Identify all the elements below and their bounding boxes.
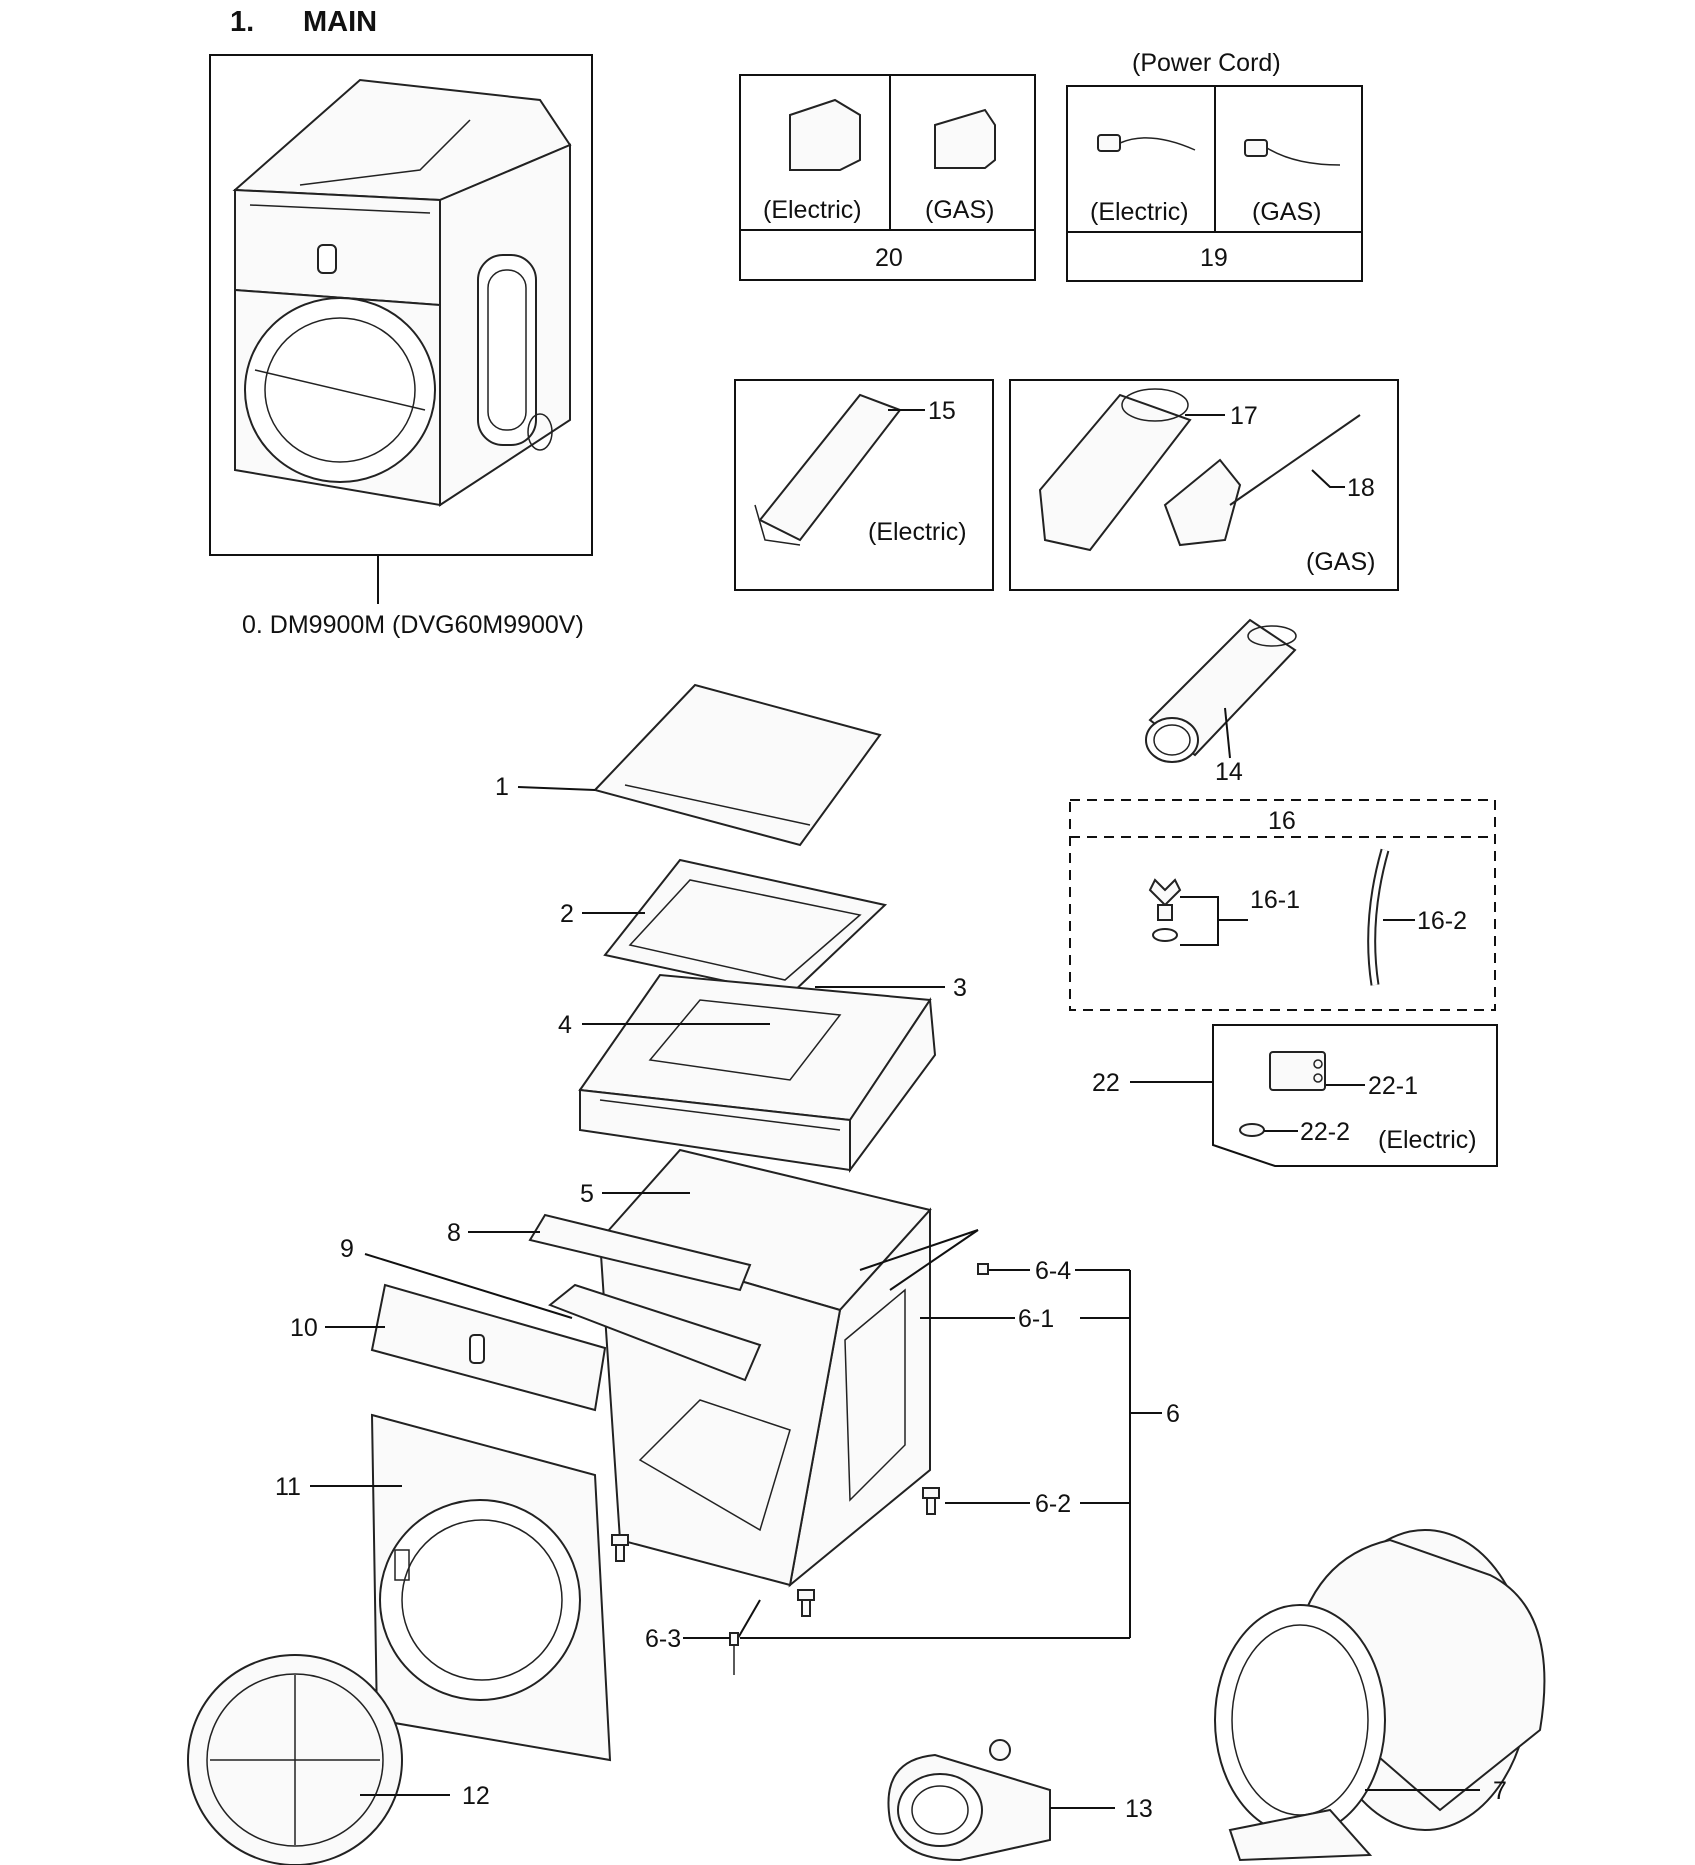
y-connector-part (1148, 878, 1182, 942)
hose-kit-box (1069, 799, 1496, 1011)
heater-type-label: (Electric) (868, 518, 967, 546)
hose-kit-part-a: 16-1 (1250, 886, 1300, 914)
callout-10: 10 (290, 1314, 318, 1342)
bracket-box (739, 74, 1036, 281)
hose-kit-ref: 16 (1268, 807, 1296, 835)
filter-kit-ref: 22 (1092, 1069, 1120, 1097)
section-title: MAIN (303, 6, 377, 38)
assembly-label: 0. DM9900M (DVG60M9900V) (242, 611, 584, 639)
front-bracket-part (528, 1213, 752, 1292)
filter-part (1269, 1051, 1326, 1091)
assembled-dryer-illustration (209, 54, 593, 556)
callout-14: 14 (1215, 758, 1243, 786)
power-cord-electric-part (1097, 134, 1196, 152)
leader-line (364, 1253, 573, 1319)
hose-kit-part-b: 16-2 (1417, 907, 1467, 935)
callout-6-4: 6-4 (1035, 1257, 1071, 1285)
callout-6-3: 6-3 (645, 1625, 681, 1653)
callout-13: 13 (1125, 1795, 1153, 1823)
power-cord-electric-label: (Electric) (1090, 198, 1189, 226)
control-panel-part (370, 1283, 607, 1412)
exhaust-duct-part (1145, 618, 1297, 763)
leveling-foot-part (611, 1487, 940, 1617)
power-cord-title: (Power Cord) (1132, 49, 1281, 77)
power-cord-ref: 19 (1200, 244, 1228, 272)
burner-type-label: (GAS) (1306, 548, 1375, 576)
screw-6-4-part (977, 1263, 989, 1275)
blower-part (887, 1739, 1051, 1862)
bracket-ref: 20 (875, 244, 903, 272)
filter-clip-part (1239, 1123, 1265, 1137)
callout-9: 9 (340, 1235, 354, 1263)
callout-5: 5 (580, 1180, 594, 1208)
filter-kit-part-a: 22-1 (1368, 1072, 1418, 1100)
leader-line (517, 786, 596, 791)
bracket-gas-part (934, 108, 996, 169)
section-number: 1. (230, 6, 254, 38)
callout-11: 11 (275, 1473, 301, 1501)
igniter-rod-part (1229, 414, 1361, 506)
panel-frame-part (548, 1283, 762, 1382)
callout-7: 7 (1493, 1777, 1507, 1805)
control-housing-part (578, 973, 937, 1174)
filter-kit-part-b: 22-2 (1300, 1118, 1350, 1146)
filter-kit-type-label: (Electric) (1378, 1126, 1477, 1154)
heater-box (734, 379, 994, 591)
leader-line (1311, 469, 1345, 488)
burner-ref-b: 18 (1347, 474, 1375, 502)
callout-2: 2 (560, 900, 574, 928)
callout-6-1: 6-1 (1018, 1305, 1054, 1333)
callout-12: 12 (462, 1782, 490, 1810)
drum-part (1214, 1529, 1546, 1862)
cabinet-part (598, 1148, 932, 1588)
burner-ref-a: 17 (1230, 402, 1258, 430)
callout-6: 6 (1166, 1400, 1180, 1428)
door-part (187, 1654, 403, 1865)
power-cord-gas-label: (GAS) (1252, 198, 1321, 226)
callout-8: 8 (447, 1219, 461, 1247)
gas-valve-part (1163, 458, 1242, 547)
bracket-electric-part (789, 98, 861, 171)
top-plate-part (593, 683, 882, 847)
power-cord-gas-part (1244, 139, 1341, 166)
burner-tube-part (1038, 393, 1192, 552)
power-cord-box (1066, 85, 1363, 282)
callout-3: 3 (953, 974, 967, 1002)
clip-6-3-part (729, 1632, 739, 1675)
callout-1: 1 (495, 773, 509, 801)
filter-kit-box (1130, 1024, 1498, 1167)
burner-box (1009, 379, 1399, 591)
bracket-electric-label: (Electric) (763, 196, 862, 224)
bracket-gas-label: (GAS) (925, 196, 994, 224)
leader-line (1180, 896, 1248, 946)
callout-4: 4 (558, 1011, 572, 1039)
heater-ref: 15 (928, 397, 956, 425)
front-panel-part (370, 1413, 612, 1762)
cabinet-bracket-leaders (737, 1229, 1162, 1639)
callout-6-2: 6-2 (1035, 1490, 1071, 1518)
leader-line (1224, 707, 1231, 759)
